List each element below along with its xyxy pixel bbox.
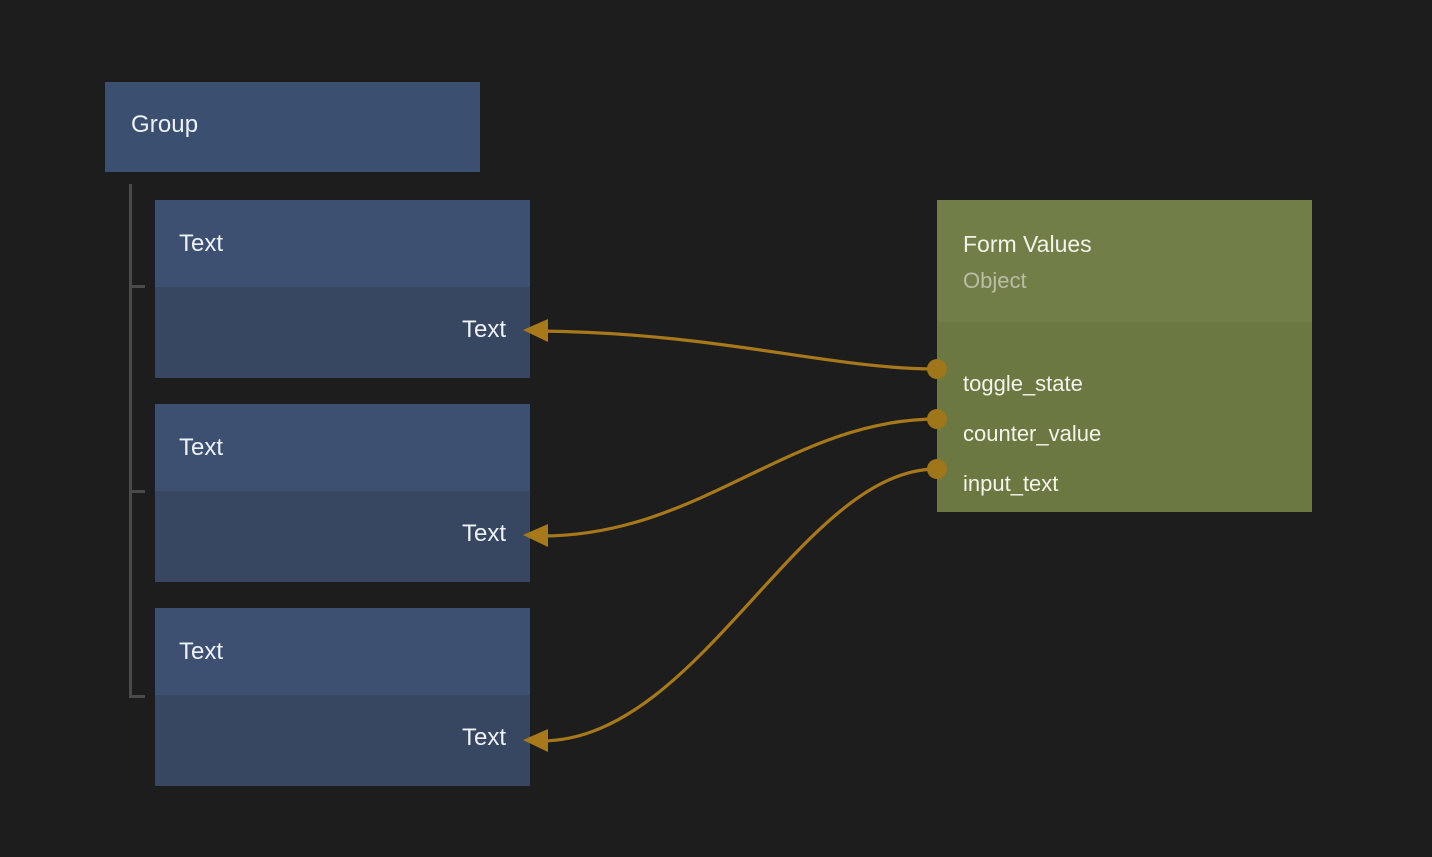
child-node-3-header[interactable]: Text (155, 608, 530, 695)
edge-toggle-state-to-child-1 (523, 319, 939, 371)
child-node-1-body-label: Text (461, 316, 506, 343)
port-label-toggle-state: toggle_state (963, 371, 1083, 396)
object-node-header[interactable]: Form Values Object (937, 200, 1312, 322)
child-node-2-header[interactable]: Text (155, 404, 530, 491)
tree-stub-3 (131, 695, 145, 698)
tree-stub-1 (131, 285, 145, 288)
child-node-2-body[interactable]: Text (155, 491, 530, 582)
port-label-input-text: input_text (963, 471, 1059, 496)
port-row-toggle-state[interactable]: toggle_state (937, 369, 1312, 403)
edge-input-text-to-child-3 (523, 467, 939, 752)
child-node-3-body-label: Text (461, 724, 506, 751)
tree-stub-2 (131, 490, 145, 493)
edge-path (538, 417, 939, 538)
child-node-1-header[interactable]: Text (155, 200, 530, 287)
edge-path (538, 329, 939, 371)
child-node-3-body[interactable]: Text (155, 695, 530, 786)
object-node-title: Form Values (963, 231, 1092, 257)
port-row-input-text[interactable]: input_text (937, 469, 1312, 503)
object-node-subtitle: Object (963, 268, 1027, 293)
port-dot-toggle-state[interactable] (927, 359, 947, 379)
port-row-counter-value[interactable]: counter_value (937, 419, 1312, 453)
group-node-title: Group (131, 111, 199, 138)
child-node-2-body-label: Text (461, 520, 506, 547)
port-label-counter-value: counter_value (963, 421, 1102, 446)
edge-counter-value-to-child-2 (523, 417, 939, 547)
port-dot-counter-value[interactable] (927, 409, 947, 429)
child-node-3-header-label: Text (179, 638, 224, 665)
child-node-1[interactable]: Text Text (155, 200, 530, 378)
tree-spine-line (129, 184, 132, 698)
group-node[interactable]: Group (105, 82, 480, 172)
object-node-form-values[interactable]: Form Values Object toggle_state counter_… (937, 200, 1312, 512)
child-node-2[interactable]: Text Text (155, 404, 530, 582)
tree-connector (129, 184, 149, 698)
child-node-1-header-label: Text (179, 230, 224, 257)
child-node-2-header-label: Text (179, 434, 224, 461)
object-node-body: toggle_state counter_value input_text (937, 322, 1312, 512)
child-node-3[interactable]: Text Text (155, 608, 530, 786)
edge-path (538, 467, 939, 743)
port-dot-input-text[interactable] (927, 459, 947, 479)
child-node-1-body[interactable]: Text (155, 287, 530, 378)
